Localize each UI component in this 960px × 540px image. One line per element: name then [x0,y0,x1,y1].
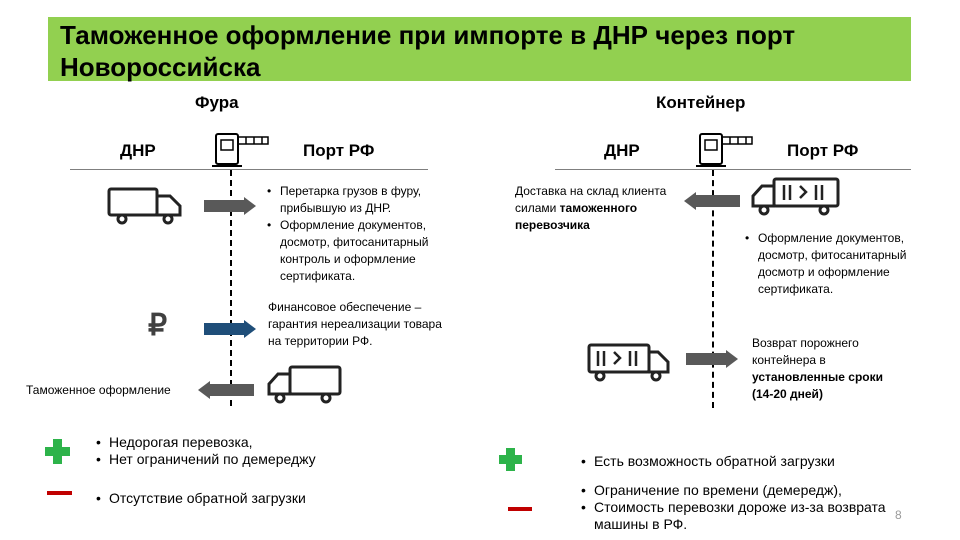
truck-icon [107,187,182,225]
left-to-label: Порт РФ [303,141,375,160]
right-cons-list: Ограничение по времени (демередж), Стоим… [580,482,920,533]
arrow-right-icon [204,197,256,215]
truck-icon [267,365,342,404]
list-item: Недорогая перевозка, [96,434,395,451]
right-step3-text-plain: Возврат порожнего контейнера в [752,336,859,367]
right-from-label: ДНР [604,141,640,160]
left-divider [70,169,428,170]
page-number: 8 [895,508,902,522]
plus-icon-bar [45,447,70,456]
list-item: Стоимость перевозки дороже из-за возврат… [581,499,920,533]
left-pros-list: Недорогая перевозка, Нет ограничений по … [95,434,395,468]
right-step1-text-plain: Доставка на склад клиента силами [515,184,667,215]
left-from-label: ДНР [120,141,156,160]
minus-icon [47,491,72,495]
plus-icon-bar [499,455,522,464]
arrow-left-icon [198,381,254,399]
minus-icon [508,507,532,511]
list-item: Перетарка грузов в фуру, прибывшую из ДН… [267,183,456,217]
right-step1-text-bold: таможенного перевозчика [515,201,638,232]
container-truck-icon [587,343,670,382]
title-bar [48,17,911,81]
barrier-icon [696,133,753,167]
list-item: Оформление документов, досмотр, фитосани… [267,217,456,285]
right-heading: Контейнер [656,93,746,112]
list-item: Нет ограничений по демереджу [96,451,395,468]
right-step1-text: Доставка на склад клиента силами таможен… [515,183,685,234]
left-heading: Фура [195,93,239,112]
left-border-line [230,170,232,406]
arrow-right-icon [686,350,738,368]
container-truck-icon [751,177,840,216]
left-step2-text: Финансовое обеспечение – гарантия нереал… [268,300,442,348]
right-pros-list: Есть возможность обратной загрузки [580,453,900,470]
right-step2-list: Оформление документов, досмотр, фитосани… [744,230,914,298]
list-item: Ограничение по времени (демередж), [581,482,920,499]
left-step3-text: Таможенное оформление [26,383,171,397]
slide-title: Таможенное оформление при импорте в ДНР … [60,20,796,82]
barrier-icon [212,133,269,167]
ruble-icon: ₽ [148,309,168,342]
right-border-line [712,170,714,408]
arrow-right-blue-icon [204,320,256,338]
list-item: Оформление документов, досмотр, фитосани… [745,230,914,298]
arrow-left-icon [684,192,740,210]
right-to-label: Порт РФ [787,141,859,160]
right-step3-text: Возврат порожнего контейнера в установле… [752,335,902,403]
right-step3-text-bold: установленные сроки (14-20 дней) [752,370,884,401]
left-step1-list: Перетарка грузов в фуру, прибывшую из ДН… [266,183,456,285]
list-item: Есть возможность обратной загрузки [581,453,900,470]
right-divider [555,169,911,170]
list-item: Отсутствие обратной загрузки [96,490,395,507]
left-cons-list: Отсутствие обратной загрузки [95,490,395,507]
